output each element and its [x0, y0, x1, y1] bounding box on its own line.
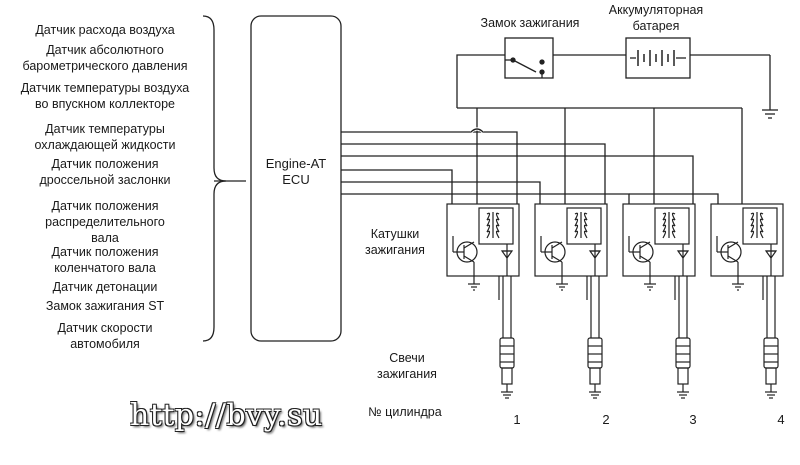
spark-plug-3 [675, 337, 691, 399]
ht-lead-3 [674, 276, 688, 338]
sensor-label-9: Замок зажигания ST [45, 299, 165, 313]
ignition-switch-label: Замок зажигания [480, 16, 580, 30]
battery-label: Аккумуляторная батарея [608, 3, 704, 33]
sensor-label-8: Датчик детонации [52, 280, 158, 294]
sensor-label-4: Датчик температуры охлаждающей жидкости [34, 122, 176, 152]
sensor-label-7: Датчик положения коленчатого вала [51, 245, 159, 275]
sensor-label-3: Датчик температуры воздуха во впускном к… [20, 81, 190, 111]
cylinder-number-4: 4 [777, 412, 785, 427]
ignition-coil-2 [534, 203, 608, 291]
ecu-signal-5 [341, 181, 541, 204]
ecu-signal-1 [341, 131, 518, 204]
ignition-coil-3 [622, 203, 696, 291]
ht-lead-1 [498, 276, 512, 338]
ignition-switch-box [504, 37, 554, 79]
sensor-label-10: Датчик скорости автомобиля [57, 321, 153, 351]
ht-lead-2 [586, 276, 600, 338]
coil-box [710, 203, 784, 277]
sensor-label-1: Датчик расхода воздуха [35, 23, 175, 37]
sensor-label-5: Датчик положения дроссельной заслонки [39, 157, 171, 187]
coil-box [622, 203, 696, 277]
ecu-box [250, 15, 342, 342]
ecu-signal-6 [341, 193, 630, 204]
coils-label: Катушки зажигания [365, 227, 425, 257]
cylinder-number-1: 1 [513, 412, 521, 427]
cylinder-number-2: 2 [602, 412, 610, 427]
coil-box [534, 203, 608, 277]
spark-plug-2 [587, 337, 603, 399]
cylinder-number-label: № цилиндра [368, 405, 442, 419]
sensor-label-2: Датчик абсолютного барометрического давл… [22, 43, 188, 73]
plugs-label: Свечи зажигания [377, 351, 437, 381]
ecu-signal-4 [341, 169, 453, 204]
ecu-signal-2 [341, 143, 606, 204]
ignition-coil-1 [446, 203, 520, 291]
coil-box [446, 203, 520, 277]
ht-lead-4 [762, 276, 776, 338]
ignition-coil-4 [710, 203, 784, 291]
cylinder-number-3: 3 [689, 412, 697, 427]
ecu-label: Engine-AT ECU [265, 156, 327, 187]
spark-plug-4 [763, 337, 779, 399]
spark-plug-1 [499, 337, 515, 399]
power-bus [456, 54, 505, 108]
watermark: http://bvy.su [130, 398, 323, 433]
ecu-signal-3 [341, 155, 694, 204]
sensor-label-6: Датчик положения распределительного вала [45, 199, 165, 245]
battery-box [625, 37, 691, 79]
